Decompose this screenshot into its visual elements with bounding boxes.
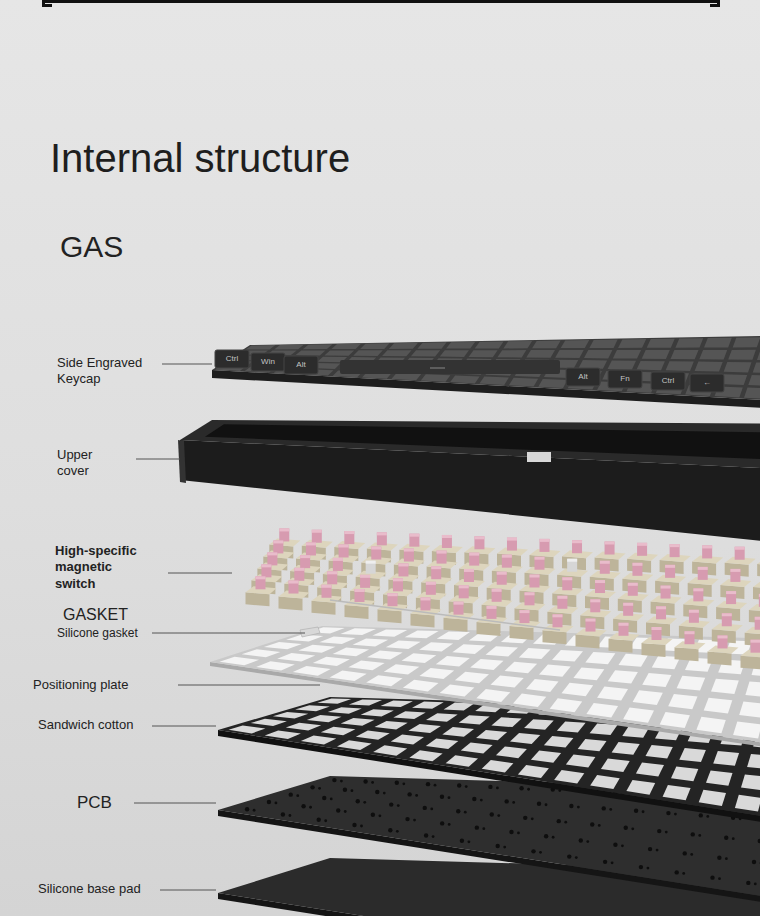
keycap-legend: Ctrl	[662, 376, 674, 386]
positioning-plate	[210, 626, 760, 752]
part-label: High-specific magnetic switch	[55, 543, 150, 592]
silicone-gasket	[300, 627, 320, 637]
part-label: GASKET	[63, 605, 128, 625]
top-frame	[42, 0, 720, 7]
keycap-layer	[212, 335, 760, 410]
leader-lines	[134, 364, 320, 890]
part-label: PCB	[77, 792, 112, 813]
part-label: Sandwich cotton	[38, 717, 133, 733]
keycap-legend: Win	[261, 357, 275, 367]
keycap-legend: Fn	[620, 374, 629, 384]
sandwich-cotton	[218, 697, 760, 828]
part-label: Side Engraved Keycap	[57, 355, 162, 388]
keycap-legend: Ctrl	[226, 354, 238, 364]
part-label: Positioning plate	[33, 677, 128, 693]
keycap-legend: Alt	[578, 372, 587, 382]
magnetic-switches	[246, 528, 760, 673]
pcb-board	[218, 776, 760, 908]
upper-cover	[178, 420, 760, 545]
subheading: GAS	[60, 228, 123, 266]
page-title: Internal structure	[50, 133, 350, 183]
keycap-legend: Alt	[296, 360, 305, 370]
keycap-legend: ←	[703, 378, 711, 388]
layer-stack	[178, 335, 760, 916]
part-label: Upper cover	[57, 447, 127, 480]
part-label: Silicone gasket	[57, 626, 138, 641]
part-label: Silicone base pad	[38, 881, 141, 897]
